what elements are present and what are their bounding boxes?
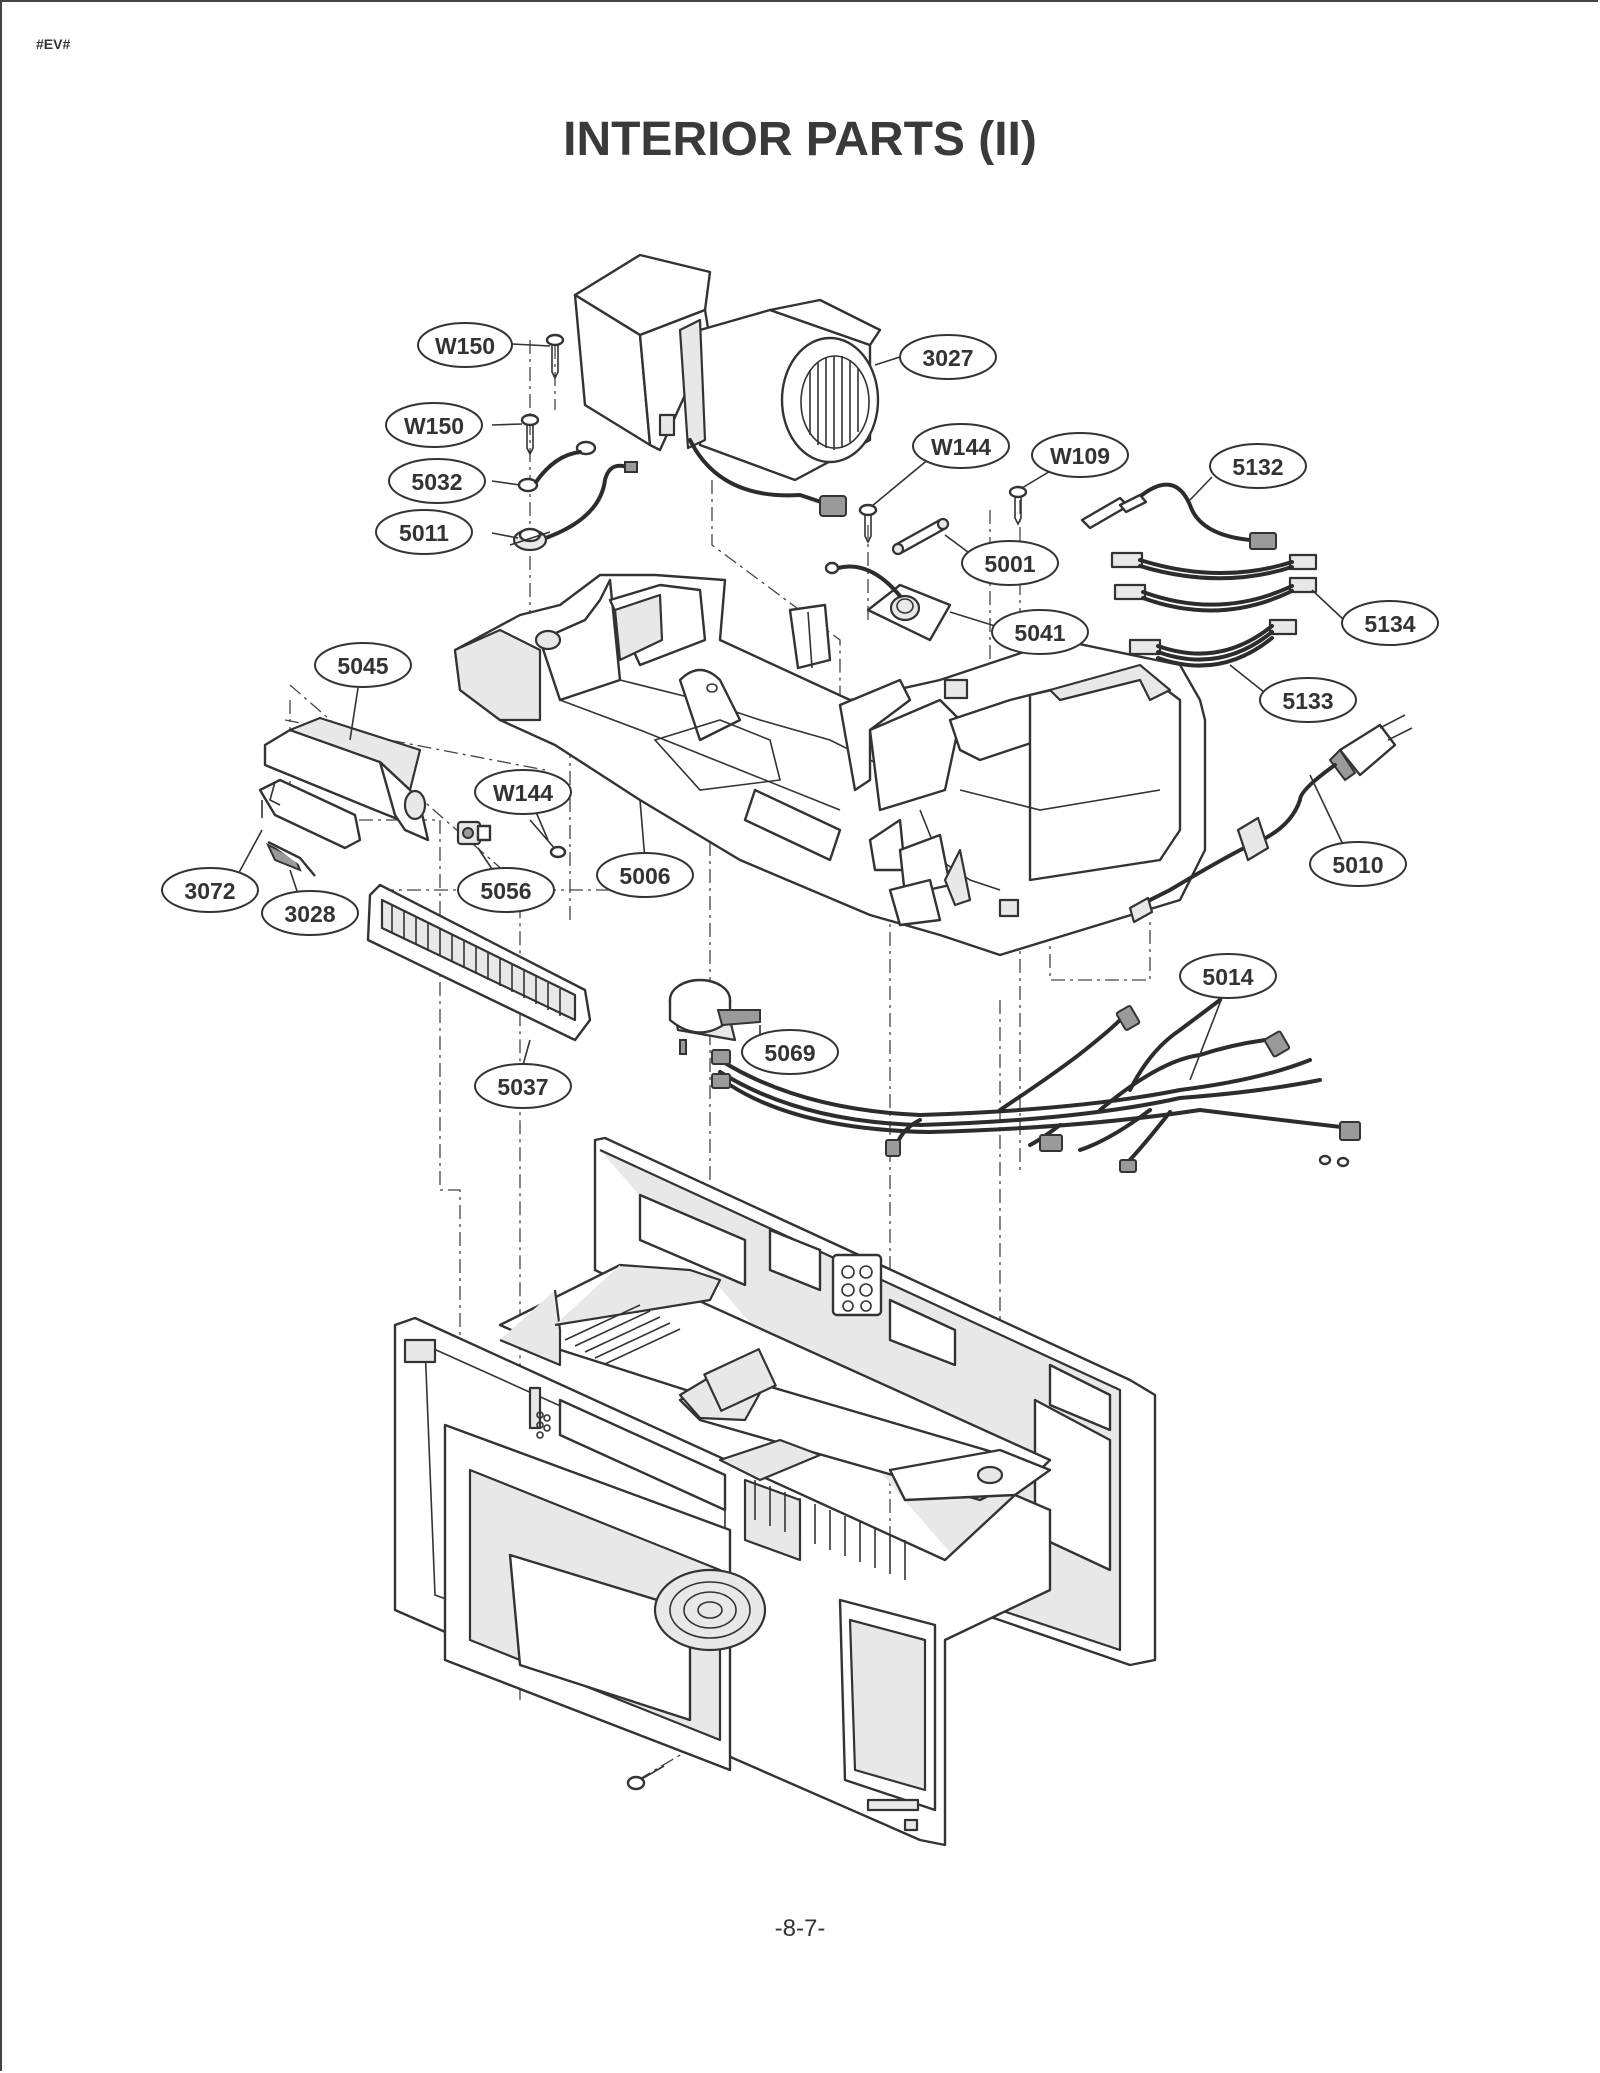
callout-label: W144: [493, 780, 553, 806]
callout-5134: 5134: [1341, 600, 1439, 646]
callout-5006: 5006: [596, 852, 694, 898]
callout-label: 5037: [497, 1074, 548, 1100]
callout-3072: 3072: [161, 867, 259, 913]
oven-cavity-frame: [393, 1136, 1157, 1847]
screw-w144-top: [858, 503, 878, 544]
callout-label: 5132: [1232, 454, 1283, 480]
bracket-3072: [258, 778, 362, 850]
callout-5014: 5014: [1179, 953, 1277, 999]
callout-label: W144: [931, 434, 991, 460]
callout-label: 5133: [1282, 688, 1333, 714]
callout-w144-top: W144: [912, 423, 1010, 469]
callout-5037: 5037: [474, 1063, 572, 1109]
callout-label: 5069: [764, 1040, 815, 1066]
screw-w150-left: [520, 413, 540, 456]
callout-label: 5010: [1332, 852, 1383, 878]
callout-w150-left: W150: [385, 402, 483, 448]
callout-label: 5011: [399, 520, 449, 546]
callout-label: W109: [1050, 443, 1110, 469]
callout-5032: 5032: [388, 458, 486, 504]
page-title: INTERIOR PARTS (II): [563, 113, 1037, 166]
callout-label: 3072: [184, 878, 235, 904]
callout-5133: 5133: [1259, 677, 1357, 723]
callout-5001: 5001: [961, 540, 1059, 586]
callout-w150-top: W150: [417, 322, 513, 368]
callout-3027: 3027: [899, 334, 997, 380]
callout-label: 5001: [984, 551, 1035, 577]
callout-label: 5006: [619, 863, 670, 889]
screw-bottom: [626, 1765, 665, 1791]
relay-board-5041: [824, 561, 952, 642]
screw-w109: [1008, 485, 1028, 526]
callout-5069: 5069: [741, 1029, 839, 1075]
page-number: -8-7-: [774, 1915, 826, 1942]
grille-5037: [366, 883, 592, 1042]
document-code: #EV#: [36, 36, 71, 52]
thermal-switch-5056: [456, 820, 492, 846]
callout-label: W150: [435, 333, 495, 359]
blower-fan-assembly-3027: [573, 253, 882, 517]
thermostat-5011-with-bracket-5032: [509, 440, 638, 552]
base-plate-5006: [453, 573, 1207, 957]
callout-label: W150: [404, 413, 464, 439]
callout-5045: 5045: [314, 642, 412, 688]
turntable-motor-5069: [668, 978, 761, 1055]
leader-lines: [234, 343, 1349, 1081]
flat-harness-5133: [1128, 618, 1298, 668]
callout-5041: 5041: [991, 609, 1089, 655]
callout-5010: 5010: [1309, 841, 1407, 887]
screw-w144-mid: [529, 819, 567, 859]
callout-w109: W109: [1031, 432, 1129, 478]
callout-5132: 5132: [1209, 443, 1307, 489]
callout-label: 5032: [411, 469, 462, 495]
flat-harness-5134: [1110, 551, 1318, 613]
screw-w150-top: [545, 333, 565, 380]
callout-label: 5134: [1364, 611, 1415, 637]
fuse-5001: [891, 517, 950, 556]
main-harness-5014: [711, 998, 1361, 1173]
callout-3028: 3028: [261, 890, 359, 936]
callout-label: 3027: [922, 345, 973, 371]
callout-label: 5014: [1202, 964, 1253, 990]
switch-lever-3028: [265, 840, 316, 877]
callout-label: 3028: [284, 901, 335, 927]
callout-label: 5056: [480, 878, 531, 904]
callout-label: 5045: [337, 653, 388, 679]
callout-5011: 5011: [375, 509, 473, 555]
bracket-5045: [263, 716, 430, 842]
callout-5056: 5056: [457, 867, 555, 913]
power-cord-5010: [1128, 714, 1413, 924]
callout-w144-mid: W144: [474, 769, 572, 815]
callout-label: 5041: [1014, 620, 1065, 646]
sensor-harness-5132: [1080, 482, 1277, 550]
